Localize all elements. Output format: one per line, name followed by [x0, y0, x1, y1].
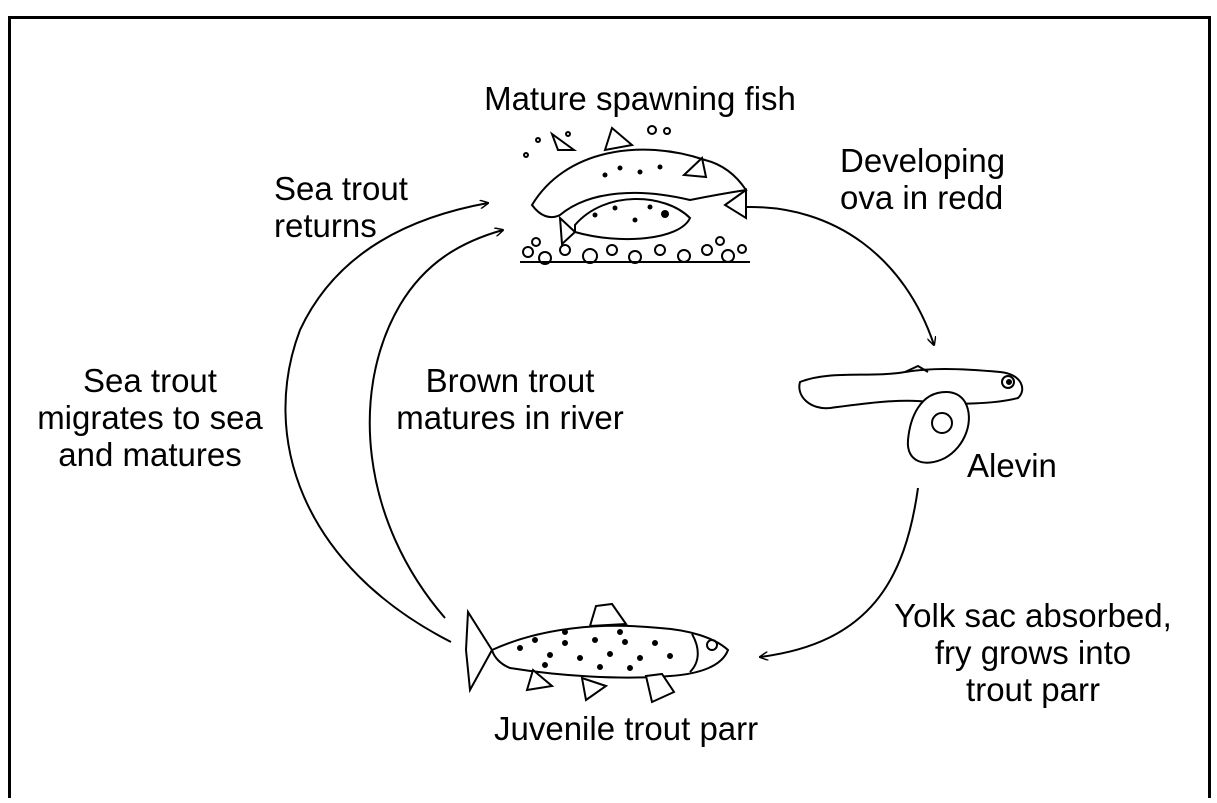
label-yolk-sac-absorbed: Yolk sac absorbed, fry grows into trout … — [878, 597, 1188, 708]
label-alevin: Alevin — [967, 447, 1097, 484]
label-sea-trout-returns: Sea trout returns — [274, 170, 454, 244]
label-juvenile-trout-parr: Juvenile trout parr — [494, 710, 794, 747]
label-developing-ova: Developing ova in redd — [840, 142, 1040, 216]
label-brown-trout-matures: Brown trout matures in river — [385, 362, 635, 436]
trout-parr-illustration — [466, 604, 728, 702]
spawning-fish-illustration — [520, 126, 750, 264]
label-sea-trout-migrates: Sea trout migrates to sea and matures — [20, 362, 280, 473]
arrow-spawning-to-alevin — [745, 207, 934, 345]
label-mature-spawning-fish: Mature spawning fish — [460, 80, 820, 117]
